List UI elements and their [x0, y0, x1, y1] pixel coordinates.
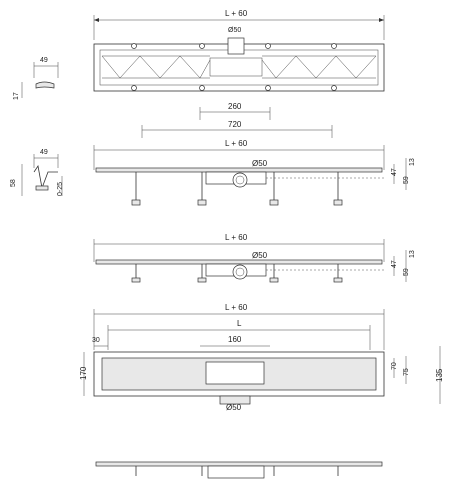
view1-side-height-label: 17	[13, 92, 20, 100]
view4-outlet-diameter-label: Ø50	[226, 403, 242, 412]
view4-dim-70: 70	[391, 362, 398, 370]
view1-total-width-label: L + 60	[225, 9, 248, 18]
view1-outlet-diameter-label: Ø50	[228, 27, 241, 34]
view5-elevation	[95, 461, 383, 479]
view2-dim-720: 720	[228, 120, 242, 129]
view4-dim-170: 170	[79, 366, 88, 380]
view2-side-profile: 49 58 0-25	[10, 149, 64, 196]
view2-outlet-diameter-label: Ø50	[252, 159, 268, 168]
view2-elevation: 260 720 L + 60 Ø50 47 59 13	[93, 102, 416, 206]
view2-total-width-label: L + 60	[225, 139, 248, 148]
view4-dim-135: 135	[435, 368, 444, 382]
view2-dim-59: 59	[403, 176, 410, 184]
view2-side-height-label: 58	[10, 179, 17, 187]
view1-side-profile: 49 17	[13, 57, 59, 100]
view3-dim-13: 13	[409, 250, 416, 258]
view4-dim-30: 30	[92, 337, 100, 344]
view2-side-width-label: 49	[40, 149, 48, 156]
view3-dim-59: 59	[403, 268, 410, 276]
view4-dim-160: 160	[228, 335, 242, 344]
view4-plan: L + 60 L 30 160 Ø50 170 70 75 135	[79, 303, 444, 412]
view2-dim-13: 13	[409, 158, 416, 166]
view1-top-view: L + 60 Ø50	[93, 9, 385, 92]
view4-dim-75: 75	[403, 368, 410, 376]
view2-dim-260: 260	[228, 102, 242, 111]
view4-total-width-label: L + 60	[225, 303, 248, 312]
view3-dim-47: 47	[391, 260, 398, 268]
view4-inner-length-label: L	[237, 319, 242, 328]
view3-total-width-label: L + 60	[225, 233, 248, 242]
view3-elevation: L + 60 Ø50 47 59 13	[93, 233, 416, 283]
view1-side-width-label: 49	[40, 57, 48, 64]
view2-dim-47: 47	[391, 168, 398, 176]
view3-outlet-diameter-label: Ø50	[252, 251, 268, 260]
view2-side-adjust-label: 0-25	[57, 182, 64, 196]
